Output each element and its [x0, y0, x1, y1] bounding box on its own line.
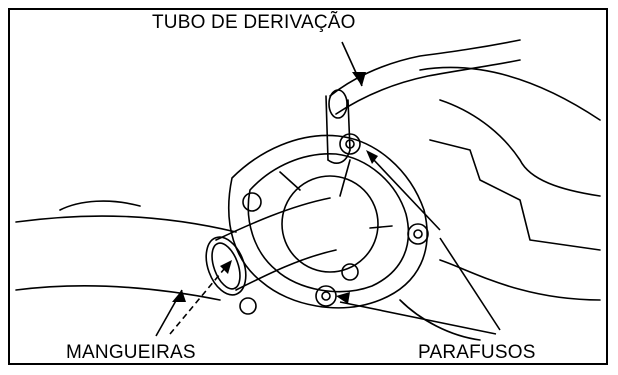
bolts-label: PARAFUSOS: [418, 342, 536, 363]
hoses-leader-right: [169, 261, 231, 335]
diagram-frame: [8, 8, 608, 365]
hoses-label: MANGUEIRAS: [66, 342, 196, 363]
cover-inner-ring: [281, 175, 379, 273]
block-contour-lower: [15, 285, 221, 301]
bolt-top: [339, 133, 361, 155]
bolts-leader-upper: [439, 237, 501, 331]
block-contour-upper: [15, 215, 237, 233]
hose-clamp: [205, 236, 247, 296]
bolt-right: [407, 223, 429, 245]
bolts-leader-lower: [339, 301, 497, 335]
bypass-tube-clamp: [328, 89, 348, 119]
block-contour-right: [419, 66, 601, 121]
hose-clamp-screw: [239, 297, 257, 315]
bolt-bottom: [315, 285, 337, 307]
outlet-neck-top: [215, 197, 331, 241]
outlet-neck-bottom: [235, 249, 337, 291]
bypass-tube-label: TUBO DE DERIVAÇÃO: [152, 12, 356, 33]
bypass-tube-top-edge: [329, 39, 521, 97]
bypass-tube-bottom-edge: [335, 59, 521, 115]
